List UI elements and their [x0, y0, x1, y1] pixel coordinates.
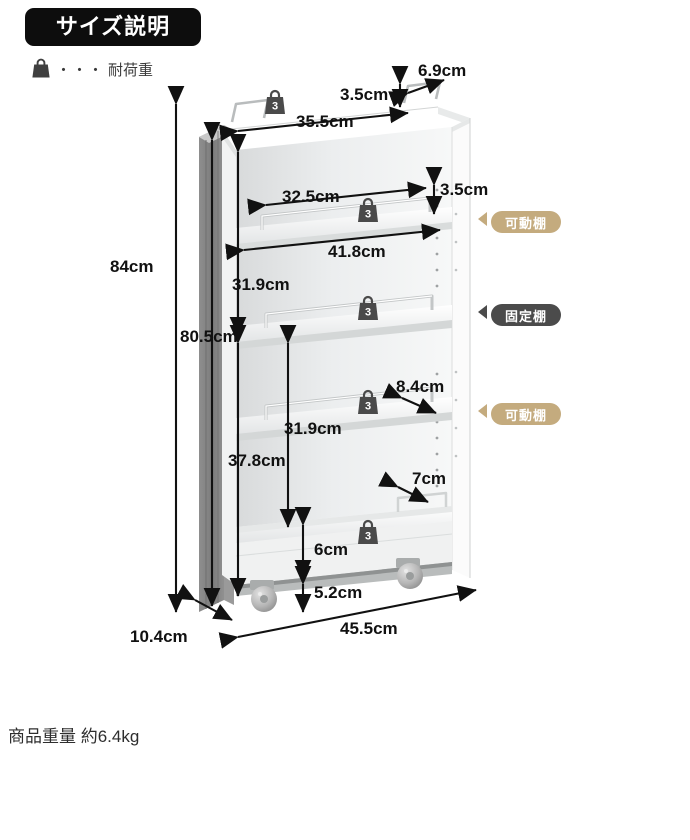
load-badge-bottom: 3: [358, 519, 378, 544]
load-badge-top: 3: [265, 89, 285, 114]
svg-text:3: 3: [365, 531, 371, 543]
load-badge-shelf-2: 3: [358, 295, 378, 320]
shelf-tag-fixed-label: 固定棚: [505, 308, 548, 324]
caster-front-right: [396, 558, 423, 589]
dim-top-rail-height: 3.5cm: [340, 85, 389, 104]
legend-label: 耐荷重: [108, 61, 154, 79]
dim-upper-compartment: 31.9cm: [232, 275, 290, 294]
dim-side-panel-height: 80.5cm: [180, 327, 238, 346]
dimension-lines: [167, 65, 477, 649]
dim-upper-shelf-width: 32.5cm: [282, 187, 340, 206]
dim-overall-depth: 10.4cm: [130, 627, 188, 646]
legend-dots: ・・・: [56, 61, 105, 79]
load-badge-shelf-3: 3: [358, 389, 378, 414]
page-title-badge: サイズ説明: [25, 8, 201, 46]
legend: ・・・ 耐荷重: [30, 57, 153, 81]
svg-text:3: 3: [365, 209, 371, 221]
dim-overall-width: 45.5cm: [340, 619, 398, 638]
dim-caster-height: 5.2cm: [314, 583, 363, 602]
cabinet-body: [221, 106, 471, 612]
pointer-triangle-fixed: [478, 305, 487, 319]
dim-lower-shelf-rail-depth: 8.4cm: [396, 377, 445, 396]
dim-top-width: 35.5cm: [296, 112, 354, 131]
svg-text:3: 3: [272, 101, 278, 113]
shelf-tag-movable-2: 可動棚: [491, 403, 562, 425]
handbag-icon: [32, 58, 50, 78]
svg-text:3: 3: [365, 307, 371, 319]
dim-overall-height: 84cm: [110, 257, 154, 276]
shelf-tag-movable-2-label: 可動棚: [505, 407, 548, 423]
svg-text:3: 3: [365, 401, 371, 413]
product-weight-note: 商品重量 約6.4kg: [8, 727, 140, 746]
caster-front-left: [250, 580, 277, 612]
pointer-triangle-movable-1: [478, 212, 487, 226]
shelf-tag-movable-1-label: 可動棚: [505, 215, 548, 231]
shelf-tag-movable-1: 可動棚: [491, 211, 562, 233]
dim-fixed-shelf-width: 41.8cm: [328, 242, 386, 261]
pointer-triangle-movable-2: [478, 404, 487, 418]
dim-lower-section-height: 37.8cm: [228, 451, 286, 470]
page-title: サイズ説明: [55, 14, 171, 39]
dim-bottom-compartment: 6cm: [314, 540, 349, 559]
dim-upper-shelf-rail: 3.5cm: [440, 180, 489, 199]
dim-lower-compartment: 31.9cm: [284, 419, 342, 438]
load-badge-shelf-1: 3: [358, 197, 378, 222]
dim-top-rail-depth: 6.9cm: [418, 61, 467, 80]
shelf-tag-fixed: 固定棚: [491, 304, 562, 326]
dim-bottom-rail-depth: 7cm: [412, 469, 447, 488]
